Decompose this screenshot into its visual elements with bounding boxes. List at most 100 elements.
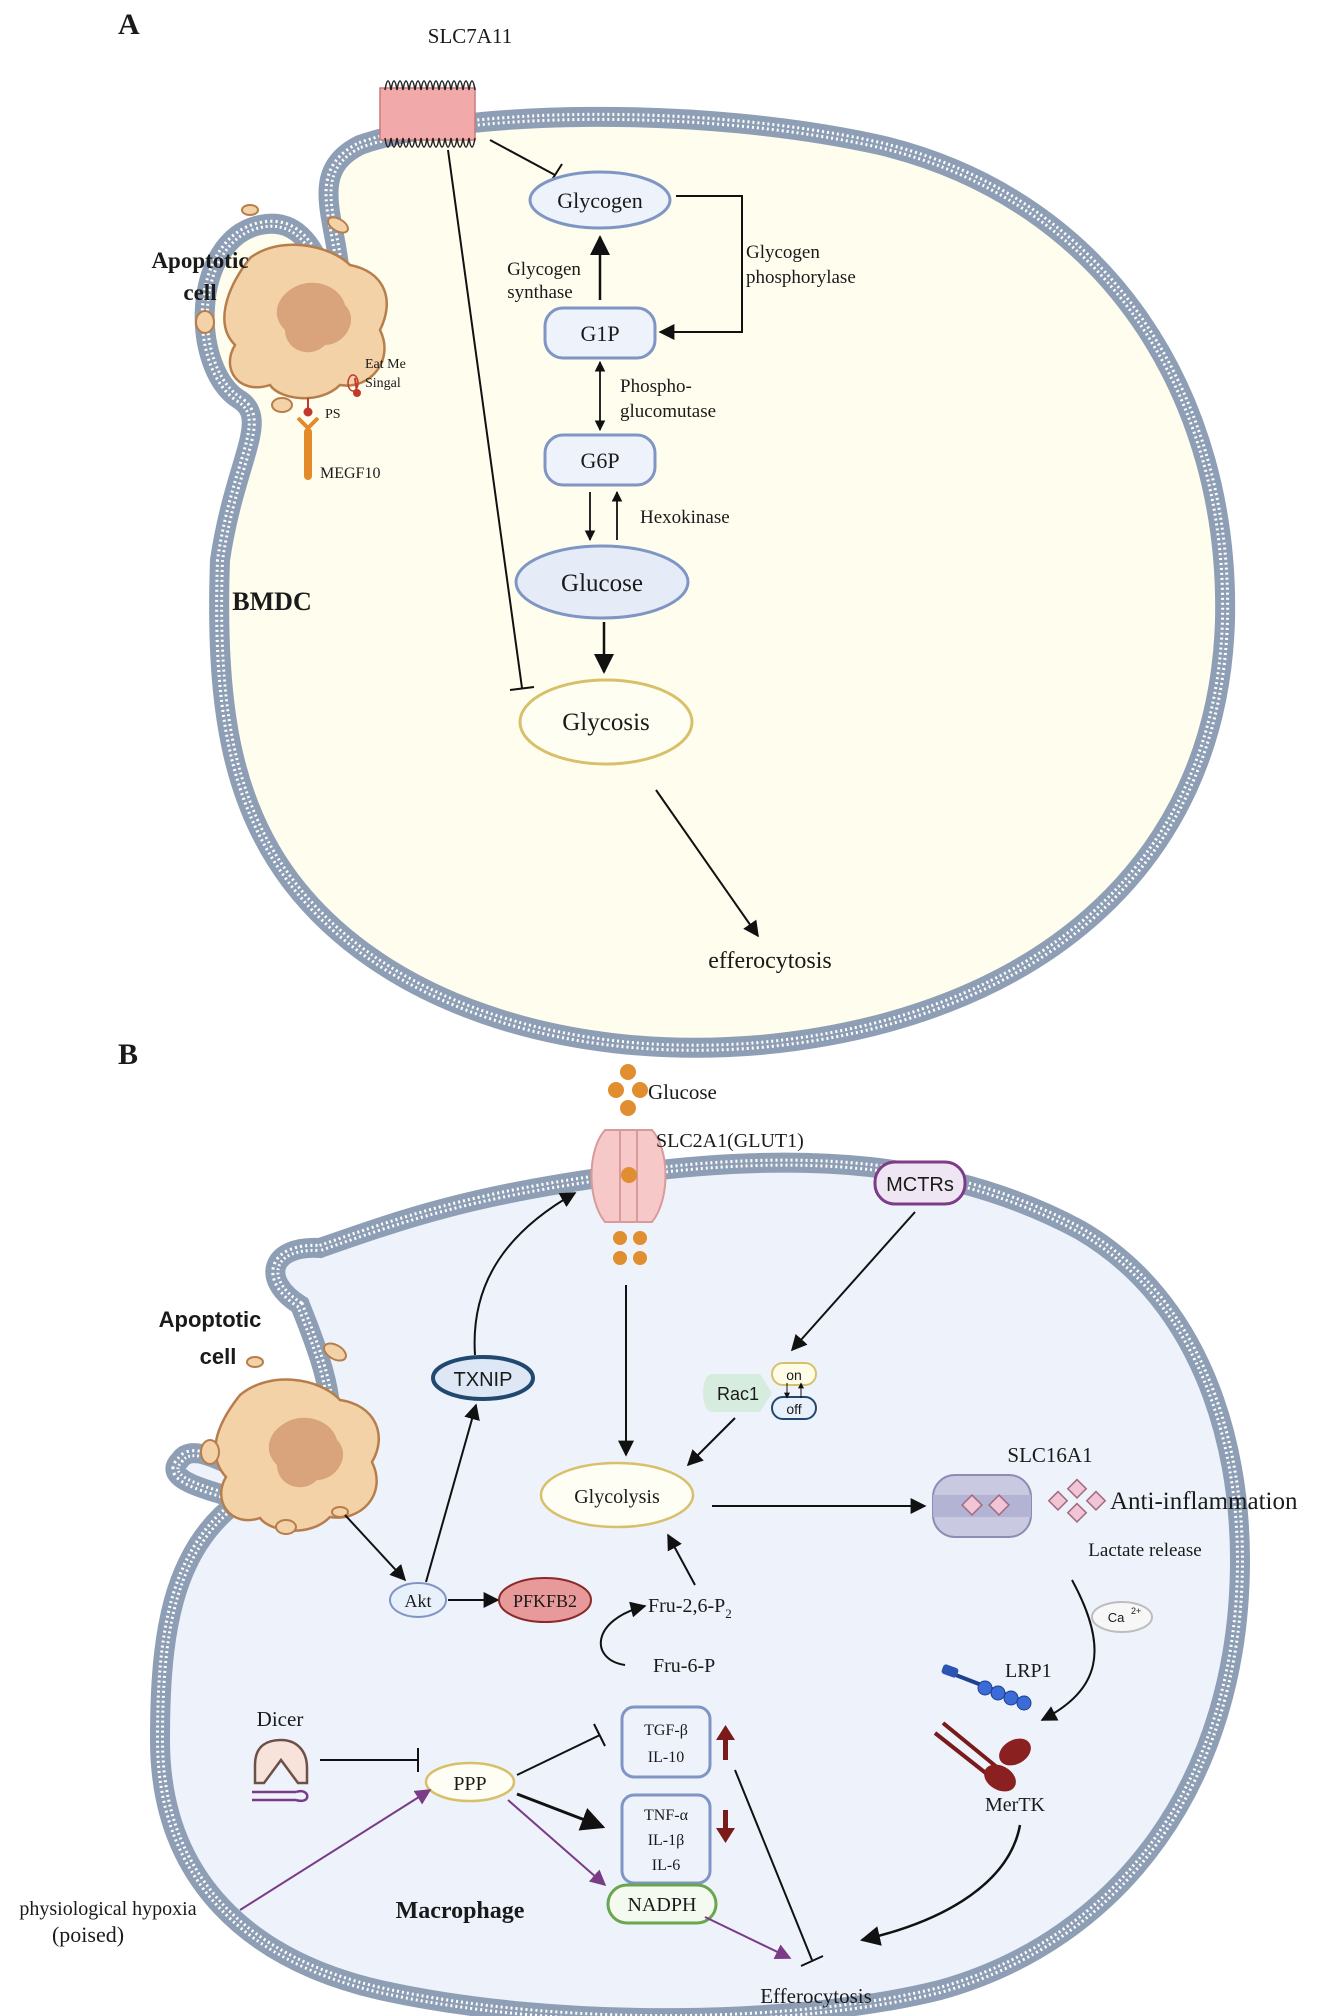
tgf-beta-label: TGF-β	[644, 1722, 688, 1739]
panel-a: A SLC7A11 Glycogen Glycogen synthase Gly…	[118, 8, 1236, 1058]
glycogen-synthase-label-2: synthase	[507, 282, 572, 303]
macrophage-label: Macrophage	[396, 1898, 525, 1924]
il10-label: IL-10	[648, 1749, 684, 1766]
eat-me-signal-label-2: Singal	[365, 376, 401, 391]
mctrs-to-rac1-arrow	[790, 1211, 916, 1352]
pfkfb2-node	[498, 1577, 592, 1623]
efferocytosis-label-b: Efferocytosis	[760, 1984, 872, 2008]
il6-label: IL-6	[652, 1857, 680, 1874]
efferocytosis-label-a: efferocytosis	[708, 948, 832, 974]
ppp-to-pro-cytokines-arrow	[516, 1792, 606, 1831]
rac1-on-label: on	[786, 1367, 802, 1383]
ppp-node	[424, 1761, 516, 1803]
glycogen-phosphorylase-label-2: phosphorylase	[746, 267, 856, 288]
g6p-label: G6P	[580, 448, 619, 473]
rac1-off-state	[771, 1396, 817, 1420]
nadph-node	[606, 1883, 718, 1925]
tnf-alpha-label: TNF-α	[644, 1807, 689, 1824]
apoptotic-cell-label-b-2: cell	[200, 1344, 237, 1369]
anti-inflammatory-cytokines-box	[620, 1705, 712, 1779]
lrp1-label: LRP1	[1005, 1660, 1052, 1682]
glucose-label-b: Glucose	[648, 1080, 717, 1104]
pfkfb2-label: PFKFB2	[513, 1591, 577, 1611]
panel-b-letter: B	[118, 1038, 138, 1071]
down-arrow-icon	[716, 1810, 735, 1843]
glut1-transporter	[590, 1129, 667, 1223]
apoptotic-cell-label-a-1: Apoptotic	[151, 248, 248, 273]
g1p-node	[543, 306, 657, 360]
glucose-molecules-inside	[613, 1231, 647, 1265]
glycogen-synthase-label-1: Glycogen	[507, 259, 581, 280]
fru26p2-to-glycolysis-arrow	[667, 1533, 696, 1586]
rac1-label: Rac1	[717, 1384, 759, 1404]
nadph-label: NADPH	[628, 1894, 697, 1916]
calcium-label: Ca	[1108, 1610, 1125, 1625]
glycosis-to-efferocytosis-arrow	[655, 789, 759, 938]
slc16a1-transporter	[932, 1474, 1032, 1538]
glucose-node-a	[514, 544, 690, 620]
anti-inflammation-label: Anti-inflammation	[1110, 1488, 1298, 1515]
rac1-on-state	[771, 1362, 817, 1386]
lrp1-receptor	[941, 1664, 1032, 1711]
akt-to-txnip-arrow	[425, 1403, 480, 1583]
txnip-node	[431, 1355, 535, 1401]
txnip-label: TXNIP	[454, 1369, 513, 1391]
glycosis-label: Glycosis	[562, 709, 650, 736]
phosphoglucomutase-label-1: Phospho-	[620, 376, 692, 397]
hypoxia-to-ppp-arrow	[239, 1789, 432, 1911]
bmdc-label: BMDC	[232, 587, 311, 616]
fru6p-to-fru26p2-arrow	[599, 1601, 647, 1666]
glut1-label: SLC2A1(GLUT1)	[656, 1130, 804, 1152]
akt-label: Akt	[405, 1591, 432, 1611]
hypoxia-note-label: (poised)	[52, 1922, 124, 1947]
mertk-to-efferocytosis-arrow	[860, 1824, 1022, 1946]
dicer-enzyme	[252, 1738, 309, 1803]
glycogen-node	[528, 170, 672, 230]
lactate-to-mertk-arrow	[1040, 1579, 1096, 1721]
calcium-ion	[1091, 1601, 1153, 1633]
lactate-release-label: Lactate release	[1088, 1540, 1201, 1561]
panel-a-letter: A	[118, 8, 140, 41]
mertk-label: MerTK	[985, 1794, 1046, 1816]
apoptotic-to-akt-arrow	[344, 1514, 407, 1582]
eat-me-signal	[347, 374, 361, 397]
dicer-label: Dicer	[257, 1707, 304, 1731]
megf10-receptor	[296, 416, 320, 480]
ppp-inhibits-anti-cytokines	[516, 1734, 601, 1776]
slc16a1-label: SLC16A1	[1007, 1443, 1092, 1467]
ppp-to-nadph-arrow	[507, 1799, 607, 1887]
slc7a11-label: SLC7A11	[428, 24, 512, 48]
panel-b: B Glucose SLC2A1(GLUT1)	[19, 1038, 1298, 2016]
cytokines-inhibit-efferocytosis	[734, 1769, 813, 1961]
hypoxia-label: physiological hypoxia	[19, 1898, 196, 1920]
ps-label: PS	[325, 407, 341, 422]
rac1-to-glycolysis-arrow	[686, 1417, 736, 1467]
slc7a11-inhibits-glycosis	[447, 149, 523, 689]
bmdc-cell-membrane	[194, 106, 1236, 1058]
ps-marker	[303, 398, 313, 417]
akt-node	[389, 1582, 447, 1618]
glycolysis-label: Glycolysis	[574, 1486, 660, 1508]
megf10-label: MEGF10	[320, 465, 380, 482]
glycolysis-node	[539, 1461, 695, 1529]
pro-inflammatory-cytokines-box	[620, 1793, 712, 1885]
nadph-to-efferocytosis-arrow	[704, 1916, 792, 1959]
hexokinase-label: Hexokinase	[640, 507, 730, 528]
txnip-to-glut1-arrow	[473, 1192, 577, 1356]
apoptotic-cell-label-a-2: cell	[183, 280, 216, 305]
mctrs-node	[873, 1160, 967, 1206]
mctrs-label: MCTRs	[886, 1174, 954, 1196]
rac1-node	[703, 1374, 772, 1412]
fru6p-label: Fru-6-P	[653, 1655, 715, 1677]
g6p-node	[543, 433, 657, 487]
slc7a11-transporter	[379, 80, 476, 148]
glucose-label-a: Glucose	[561, 570, 643, 597]
slc7a11-inhibits-glycogen	[489, 139, 556, 176]
g1p-label: G1P	[580, 321, 619, 346]
glycogen-label: Glycogen	[557, 188, 643, 213]
phosphoglucomutase-label-2: glucomutase	[620, 401, 716, 422]
ppp-label: PPP	[453, 1773, 486, 1795]
glycosis-node	[518, 678, 694, 766]
il1-beta-label: IL-1β	[648, 1832, 685, 1849]
